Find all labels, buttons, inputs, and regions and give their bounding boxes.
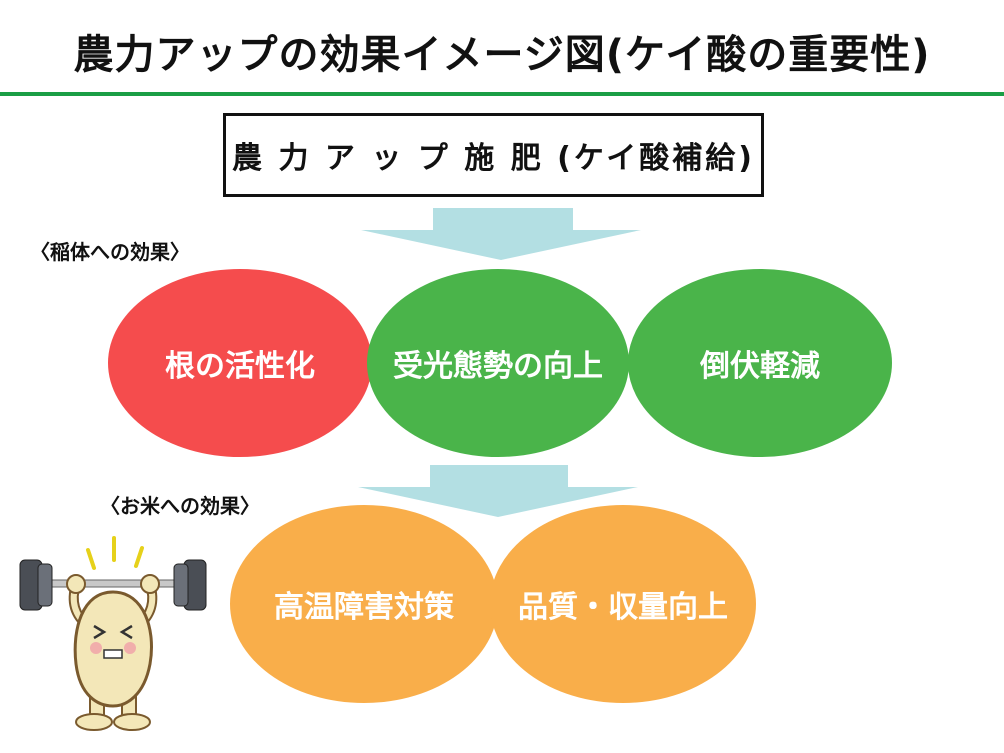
- arrow-down-icon: [361, 208, 641, 260]
- page-title: 農力アップの効果イメージ図(ケイ酸の重要性): [73, 32, 931, 78]
- effect-lodging-reduction: 倒伏軽減: [628, 269, 892, 457]
- arrow-down-icon: [358, 465, 638, 517]
- rice-plant-effects-label: 〈稲体への効果〉: [30, 240, 190, 264]
- weightlifting-rice-grain-mascot: [19, 536, 207, 731]
- fertilizer-box: 農 力 ア ッ プ 施 肥 (ケイ酸補給): [223, 113, 764, 197]
- effect-heat-damage-countermeasure: 高温障害対策: [230, 505, 498, 703]
- title-underline: [0, 92, 1004, 96]
- effect-root-activation: 根の活性化: [108, 269, 372, 457]
- effect-light-reception: 受光態勢の向上: [367, 269, 629, 457]
- rice-grain-effects-label: 〈お米への効果〉: [100, 494, 260, 518]
- effect-quality-yield-improvement: 品質・収量向上: [490, 505, 756, 703]
